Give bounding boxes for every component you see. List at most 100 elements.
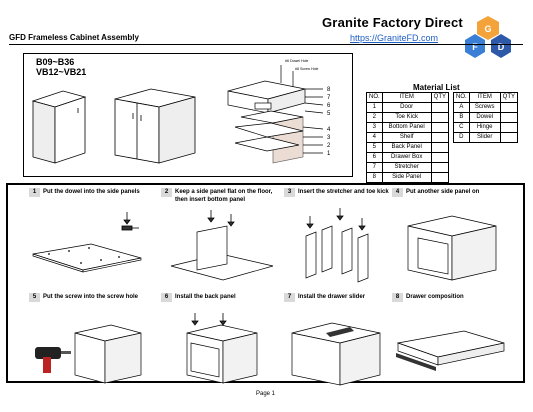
cabinet-double-door-icon (114, 88, 196, 164)
step-3: 3 Insert the stretcher and toe kick (284, 188, 406, 283)
step-caption: Drawer composition (406, 294, 464, 300)
callout-6: 6 (327, 103, 331, 109)
step-1: 1 Put the dowel into the side panels (29, 188, 151, 283)
gfd-logo-icon: G F D (465, 16, 511, 58)
parts-table-header: NO. ITEM QTY (366, 92, 450, 103)
cabinet-single-door-icon (31, 90, 87, 164)
hardware-item: Screws (468, 102, 501, 113)
hole-label-dowel: #6 Dowel Hole (285, 59, 308, 63)
part-no: 7 (366, 162, 383, 173)
part-item: Bottom Panel (381, 122, 432, 133)
part-qty (430, 102, 450, 113)
callout-8: 8 (327, 87, 331, 93)
callout-2: 2 (327, 143, 331, 149)
drawer-slider-illustration-icon (291, 322, 381, 386)
hardware-no: C (453, 122, 470, 133)
hardware-item: Dowel (468, 112, 501, 123)
cabinet-overview-panel (23, 53, 353, 177)
step-8: 8 Drawer composition (392, 293, 514, 388)
hardware-table-header: NO. ITEM QTY (453, 92, 519, 103)
step-caption: Insert the stretcher and toe kick (298, 189, 389, 195)
company-link[interactable]: https://GraniteFD.com (350, 33, 439, 43)
step-number: 4 (392, 188, 403, 197)
model-range-label: B09~B36 VB12~VB21 (36, 57, 86, 77)
callout-5: 5 (327, 111, 331, 117)
callout-1: 1 (327, 151, 331, 157)
step-caption: Put the screw into the screw hole (43, 294, 139, 300)
part-qty (430, 112, 450, 123)
part-no: 5 (366, 142, 383, 153)
step-caption: Put the dowel into the side panels (43, 189, 140, 195)
part-item: Shelf (381, 132, 432, 143)
step-caption: Keep a side panel flat on the floor, the… (175, 189, 273, 203)
part-qty (430, 122, 450, 133)
bottom-panel-illustration-icon (170, 210, 274, 281)
header-no: NO. (453, 92, 470, 103)
part-qty (430, 152, 450, 163)
company-name: Granite Factory Direct (322, 15, 463, 30)
hole-label-screw: #8 Screw Hole (295, 67, 318, 71)
header-item: ITEM (468, 92, 501, 103)
step-2: 2 Keep a side panel flat on the floor, t… (161, 188, 283, 283)
logo-hex-f: F (465, 34, 485, 58)
model-line-base: B09~B36 (36, 57, 75, 67)
callout-3: 3 (327, 135, 331, 141)
drill-icon (35, 347, 71, 373)
logo-letter-d: D (498, 42, 505, 52)
material-list-title: Material List (413, 83, 460, 92)
hardware-item: Slider (468, 132, 501, 143)
part-item: Door (381, 102, 432, 113)
hardware-qty (499, 122, 519, 133)
side-panel-illustration-icon (407, 215, 497, 281)
header-divider (9, 44, 523, 45)
step-5: 5 Put the screw into the screw hole (29, 293, 151, 388)
page-number: Page 1 (256, 391, 276, 397)
logo-letter-g: G (484, 24, 491, 34)
hardware-qty (499, 102, 519, 113)
dowel-panel-illustration-icon (32, 212, 142, 273)
drawer-rail-icon (396, 353, 436, 371)
logo-letter-f: F (472, 42, 478, 52)
hardware-no: B (453, 112, 470, 123)
cabinet-overview-drawing: #6 Dowel Hole #8 Screw Hole 8 7 6 5 4 3 … (31, 59, 331, 164)
part-qty (430, 162, 450, 173)
step-number: 8 (392, 293, 403, 302)
step-number: 5 (29, 293, 40, 302)
step-number: 7 (284, 293, 295, 302)
part-no: 4 (366, 132, 383, 143)
part-no: 8 (366, 172, 383, 183)
step-7: 7 Install the drawer slider (284, 293, 406, 388)
part-item: Back Panel (381, 142, 432, 153)
part-item: Toe Kick (381, 112, 432, 123)
callout-4: 4 (327, 127, 331, 133)
hardware-item: Hinge (468, 122, 501, 133)
cabinet-exploded-view-icon (227, 65, 324, 164)
hardware-qty (499, 112, 519, 123)
step-number: 6 (161, 293, 172, 302)
header-item: ITEM (381, 92, 432, 103)
part-qty (430, 132, 450, 143)
hardware-no: A (453, 102, 470, 113)
screw-illustration-icon (35, 324, 142, 384)
header-no: NO. (366, 92, 383, 103)
model-line-vanity: VB12~VB21 (36, 67, 87, 77)
step-6: 6 Install the back panel (161, 293, 283, 388)
hardware-no: D (453, 132, 470, 143)
part-item: Drawer Box (381, 152, 432, 163)
part-qty (430, 172, 450, 183)
step-number: 1 (29, 188, 40, 197)
